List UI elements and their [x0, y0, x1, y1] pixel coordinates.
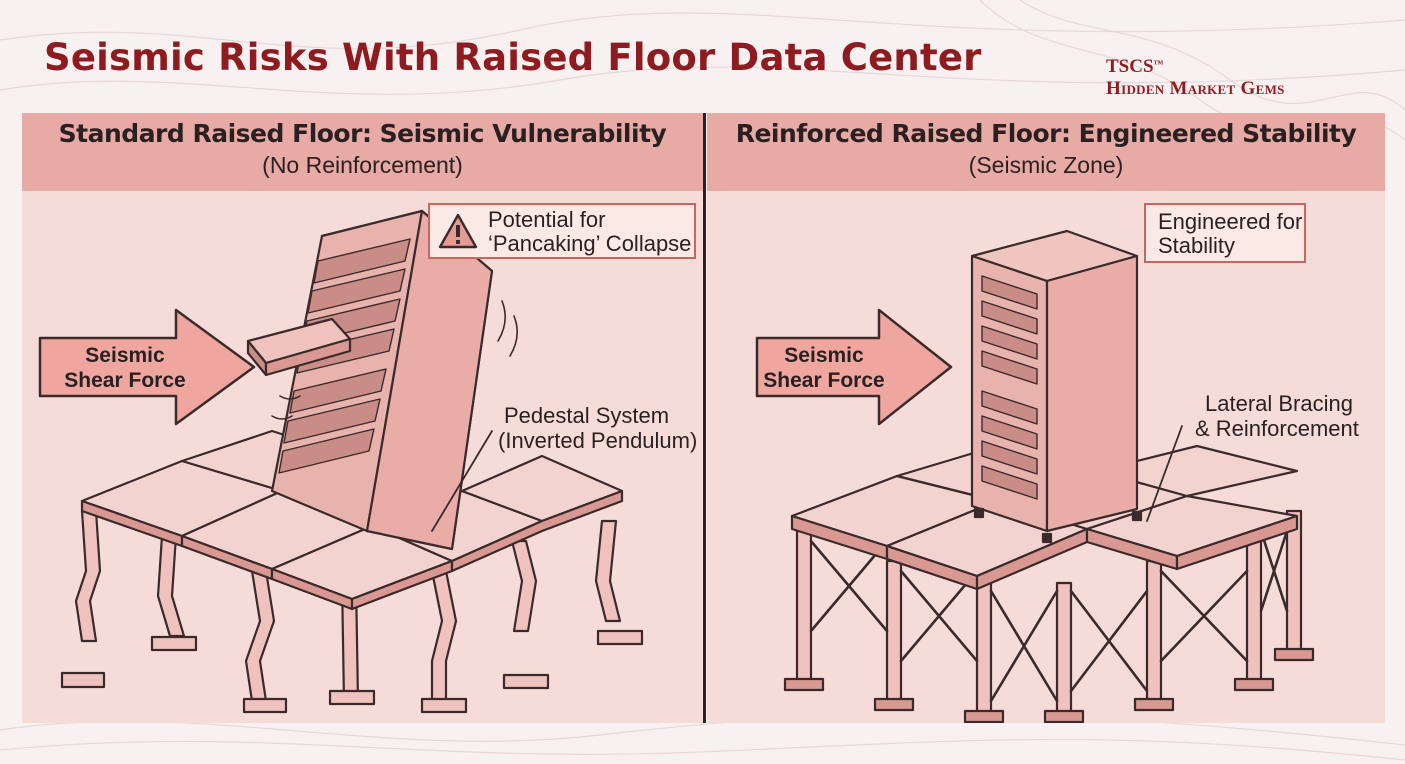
page-title: Seismic Risks With Raised Floor Data Cen… [44, 36, 982, 79]
tilting-server-rack [246, 209, 518, 551]
reinforced-floor-illustration [783, 229, 1315, 723]
reinforced-floor-subheading: (Seismic Zone) [968, 152, 1124, 178]
warning-line1: Potential for [488, 207, 606, 232]
bracing-line2: & Reinforcement [1195, 416, 1359, 441]
engineered-stability-callout: Engineered for Stability [1144, 203, 1306, 263]
upright-server-rack [970, 229, 1143, 544]
pedestal-line2: (Inverted Pendulum) [498, 428, 698, 453]
shear-force-arrow-right [755, 308, 953, 426]
shear-force-label-right: Seismic Shear Force [759, 343, 889, 393]
standard-floor-header: Standard Raised Floor: Seismic Vulnerabi… [22, 113, 703, 191]
collapse-warning-callout: Potential for ‘Pancaking’ Collapse [428, 203, 696, 259]
cross-bracing [809, 529, 1289, 703]
pedestal-line1: Pedestal System [504, 403, 670, 428]
standard-floor-panel: Standard Raised Floor: Seismic Vulnerabi… [22, 113, 703, 723]
warning-triangle-icon [438, 213, 478, 249]
brand-name: TSCS [1106, 56, 1154, 77]
shear-force-label-left: Seismic Shear Force [60, 343, 190, 393]
reinforced-floor-header: Reinforced Raised Floor: Engineered Stab… [707, 113, 1385, 191]
standard-floor-heading: Standard Raised Floor: Seismic Vulnerabi… [58, 119, 667, 148]
standard-floor-illustration [60, 209, 644, 714]
callout-line1: Engineered for [1158, 209, 1303, 234]
shear-force-line2: Shear Force [64, 369, 186, 392]
shear-force-line1: Seismic [784, 344, 864, 367]
reinforced-floor-panel: Reinforced Raised Floor: Engineered Stab… [707, 113, 1385, 723]
shear-force-line1: Seismic [85, 344, 165, 367]
bracing-line1: Lateral Bracing [1205, 391, 1353, 416]
brand-logo: TSCS™ Hidden Market Gems [1106, 56, 1285, 100]
shear-force-arrow-left [38, 308, 256, 426]
brand-tagline: Hidden Market Gems [1106, 78, 1285, 99]
trademark-mark: ™ [1153, 59, 1164, 70]
panel-divider [703, 113, 706, 723]
warning-line2: ‘Pancaking’ Collapse [488, 231, 692, 256]
standard-floor-subheading: (No Reinforcement) [262, 152, 463, 178]
shear-force-line2: Shear Force [763, 369, 885, 392]
callout-line2: Stability [1158, 233, 1236, 258]
reinforced-floor-heading: Reinforced Raised Floor: Engineered Stab… [735, 119, 1357, 148]
